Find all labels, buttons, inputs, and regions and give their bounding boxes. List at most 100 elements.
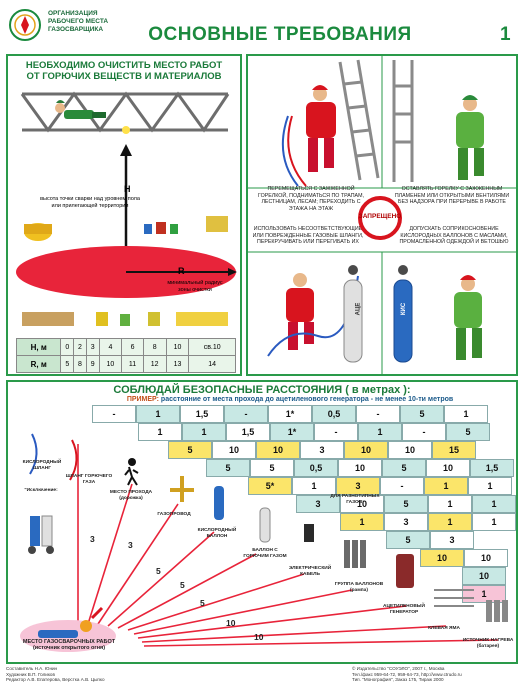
height-cell: 6 — [121, 338, 144, 356]
radius-label-line-2: зоны очистки — [178, 287, 212, 293]
passage-person-icon — [124, 458, 139, 486]
distance-cell: 1 — [428, 495, 472, 513]
distance-cell: - — [356, 405, 400, 423]
fuel-cylinder-grid-label: БАЛЛОН С ГОРЮЧИМ ГАЗОМ — [243, 548, 287, 559]
distance-cell: 10 — [338, 459, 382, 477]
ray-distance: 10 — [254, 632, 264, 642]
power-cable-label: ЭЛЕКТРИЧЕСКИЙ КАБЕЛЬ — [288, 566, 332, 577]
passage-label: МЕСТО ПРОХОДА (дорожка) — [109, 490, 153, 501]
welding-place-subtitle: (источник открытого огня) — [32, 644, 106, 651]
distance-cell: 5* — [248, 477, 292, 495]
distance-cell: 10 — [388, 441, 432, 459]
distance-cell: 10 — [212, 441, 256, 459]
height-label: высота точки сварки над уровнем пола или… — [30, 196, 150, 210]
oily-hands-welder-icon — [454, 275, 482, 360]
distance-cell: 1 — [182, 423, 226, 441]
ladder-icon — [338, 59, 380, 181]
height-cell: 0 — [60, 338, 75, 356]
distance-cell: 5 — [446, 423, 490, 441]
radius-cell: 14 — [188, 355, 236, 373]
distance-rays — [77, 444, 499, 647]
ray-distance: 3 — [128, 540, 133, 550]
fuel-hose-label: ШЛАНГ ГОРЮЧЕГО ГАЗА — [65, 474, 113, 485]
forbidden-sign-icon — [358, 196, 402, 240]
radius-letter: R — [178, 266, 185, 276]
height-cell: св.10 — [188, 338, 236, 356]
footer-publisher: © Издательство "СОУЭЛО", 2007 г., Москва… — [352, 666, 522, 683]
height-label-line-1: высота точки сварки над уровнем пола — [40, 196, 140, 202]
height-header-cell: H, м — [15, 338, 62, 356]
oxygen-cylinder-grid-label: КИСЛОРОДНЫЙ БАЛЛОН — [197, 528, 237, 539]
welding-place-label: МЕСТО ГАЗОСВАРОЧНЫХ РАБОТ (источник откр… — [14, 639, 124, 651]
radius-cell: 10 — [98, 355, 123, 373]
ladder-with-torch-icon — [392, 60, 414, 182]
cleaning-area-illustration — [16, 91, 237, 326]
distance-cell: 1 — [472, 495, 516, 513]
distance-cell: 10 — [426, 459, 470, 477]
height-cell: 3 — [85, 338, 100, 356]
height-cell: 4 — [98, 338, 123, 356]
distance-cell: 1,5 — [470, 459, 514, 477]
cable-pit-icon — [434, 589, 474, 607]
distance-cell: - — [92, 405, 136, 423]
radius-cell: 12 — [142, 355, 167, 373]
example-lead: ПРИМЕР: — [126, 396, 159, 403]
cable-pit-label: КЛЕВАЯ ЯМА — [428, 626, 460, 631]
cart-icon — [28, 515, 54, 554]
heat-radiator-icon — [486, 600, 508, 622]
radius-row: R, м 5 8 9 10 11 12 13 14 — [15, 355, 236, 373]
prohibitions-illustration — [248, 56, 516, 374]
cylinder-group-icon — [344, 540, 366, 568]
gas-cylinders-icon — [343, 265, 413, 363]
org-line-2: РАБОЧЕГО МЕСТА — [48, 18, 109, 25]
organization-subtitle: ОРГАНИЗАЦИЯ РАБОЧЕГО МЕСТА ГАЗОСВАРЩИКА — [48, 10, 188, 34]
example-text: расстояние от места прохода до ацетилено… — [158, 396, 454, 403]
distance-cell: - — [402, 423, 446, 441]
distance-cell: 3 — [296, 495, 340, 513]
distance-cell: 10 — [344, 441, 388, 459]
crawling-welder-icon — [55, 100, 130, 134]
ray-distance: 5 — [156, 566, 161, 576]
radius-cell: 8 — [73, 355, 87, 373]
distance-cell: 1 — [340, 513, 384, 531]
radius-label-line-1: минимальный радиус — [167, 280, 223, 286]
acetylene-generator-label: АЦЕТИЛЕНОВЫЙ ГЕНЕРАТОР — [383, 604, 425, 615]
distance-cell: 1 — [424, 477, 468, 495]
footer-right-line-2: Тел./факс 959-64-72, 959-64-73, http://w… — [352, 671, 462, 677]
exception-label: "Исключение: — [24, 488, 58, 493]
cylinder-group-label: ГРУППА БАЛЛОНОВ (рампа) — [334, 582, 384, 593]
height-radius-table: H, м 0 2 3 4 6 8 10 св.10 R, м 5 8 9 10 … — [15, 338, 236, 373]
distance-cell: 10 — [340, 495, 384, 513]
distance-cell: 10 — [462, 567, 506, 585]
climbing-welder-icon — [281, 85, 336, 187]
radius-cell: 13 — [165, 355, 190, 373]
radius-cell: 9 — [85, 355, 100, 373]
height-row: H, м 0 2 3 4 6 8 10 св.10 — [15, 338, 236, 356]
cleaning-heading-line-2: ОТ ГОРЮЧИХ ВЕЩЕСТВ И МАТЕРИАЛОВ — [26, 71, 222, 82]
acetylene-cylinder-label: АЦЕ — [355, 302, 362, 316]
distance-cell: 1,5 — [226, 423, 270, 441]
distance-cell: 1* — [270, 423, 314, 441]
distance-cell: 5 — [382, 459, 426, 477]
distance-cell: 3 — [300, 441, 344, 459]
walking-welder-icon — [456, 95, 484, 180]
pipeline-label: ГАЗОПРОВОД — [157, 512, 191, 517]
distance-cell: 1 — [138, 423, 182, 441]
cleaning-heading-line-1: НЕОБХОДИМО ОЧИСТИТЬ МЕСТО РАБОТ — [25, 60, 223, 71]
oxygen-cylinder-icon — [214, 486, 224, 520]
height-cell: 8 — [142, 338, 167, 356]
oxygen-cylinder-label: КИС — [401, 302, 408, 316]
org-line-1: ОРГАНИЗАЦИЯ — [48, 10, 98, 17]
distance-cell: 3 — [384, 513, 428, 531]
flammable-items-icon — [22, 216, 228, 326]
example-note: ПРИМЕР: расстояние от места прохода до а… — [70, 396, 510, 403]
distance-cell: 5 — [386, 531, 430, 549]
height-cell: 10 — [165, 338, 190, 356]
distance-cell: - — [314, 423, 358, 441]
ray-distance: 3 — [90, 534, 95, 544]
distance-cell: 5 — [250, 459, 294, 477]
prohibition-caption-1: ПЕРЕМЕЩАТЬСЯ С ЗАЖЖЕННОЙ ГОРЕЛКОЙ, ПОДНИ… — [258, 186, 364, 212]
page-number: 1 — [500, 24, 511, 45]
pipeline-icon — [170, 476, 194, 502]
height-letter: H — [124, 184, 131, 194]
